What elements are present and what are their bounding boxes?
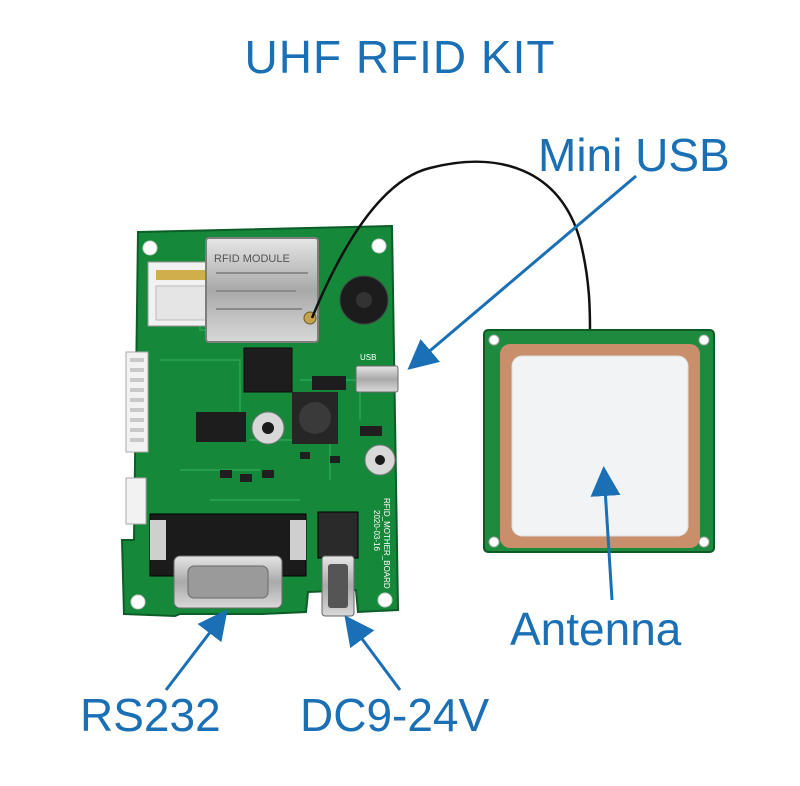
dc-power-label: DC9-24V [300, 689, 490, 741]
antenna-cable [310, 160, 592, 333]
usb-silkscreen: USB [360, 353, 376, 362]
antenna [483, 329, 715, 553]
antenna-arrow [590, 466, 621, 601]
kit-title: UHF RFID KIT [244, 31, 556, 83]
mini-usb-port [355, 365, 399, 393]
mini-usb-arrow [407, 174, 637, 370]
module-silkscreen: RFID MODULE [214, 253, 290, 265]
dc-arrow [344, 615, 402, 691]
antenna-label: Antenna [510, 603, 682, 655]
rs232-label: RS232 [80, 689, 221, 741]
board-date-silkscreen: 2020-03-16 [372, 510, 381, 551]
rs232-arrow [164, 609, 228, 691]
rfid-reader-board: RFID MODULE [120, 224, 400, 618]
board-name-silkscreen: RFID_MOTHER_BOARD [382, 498, 391, 589]
mini-usb-label: Mini USB [538, 129, 730, 181]
